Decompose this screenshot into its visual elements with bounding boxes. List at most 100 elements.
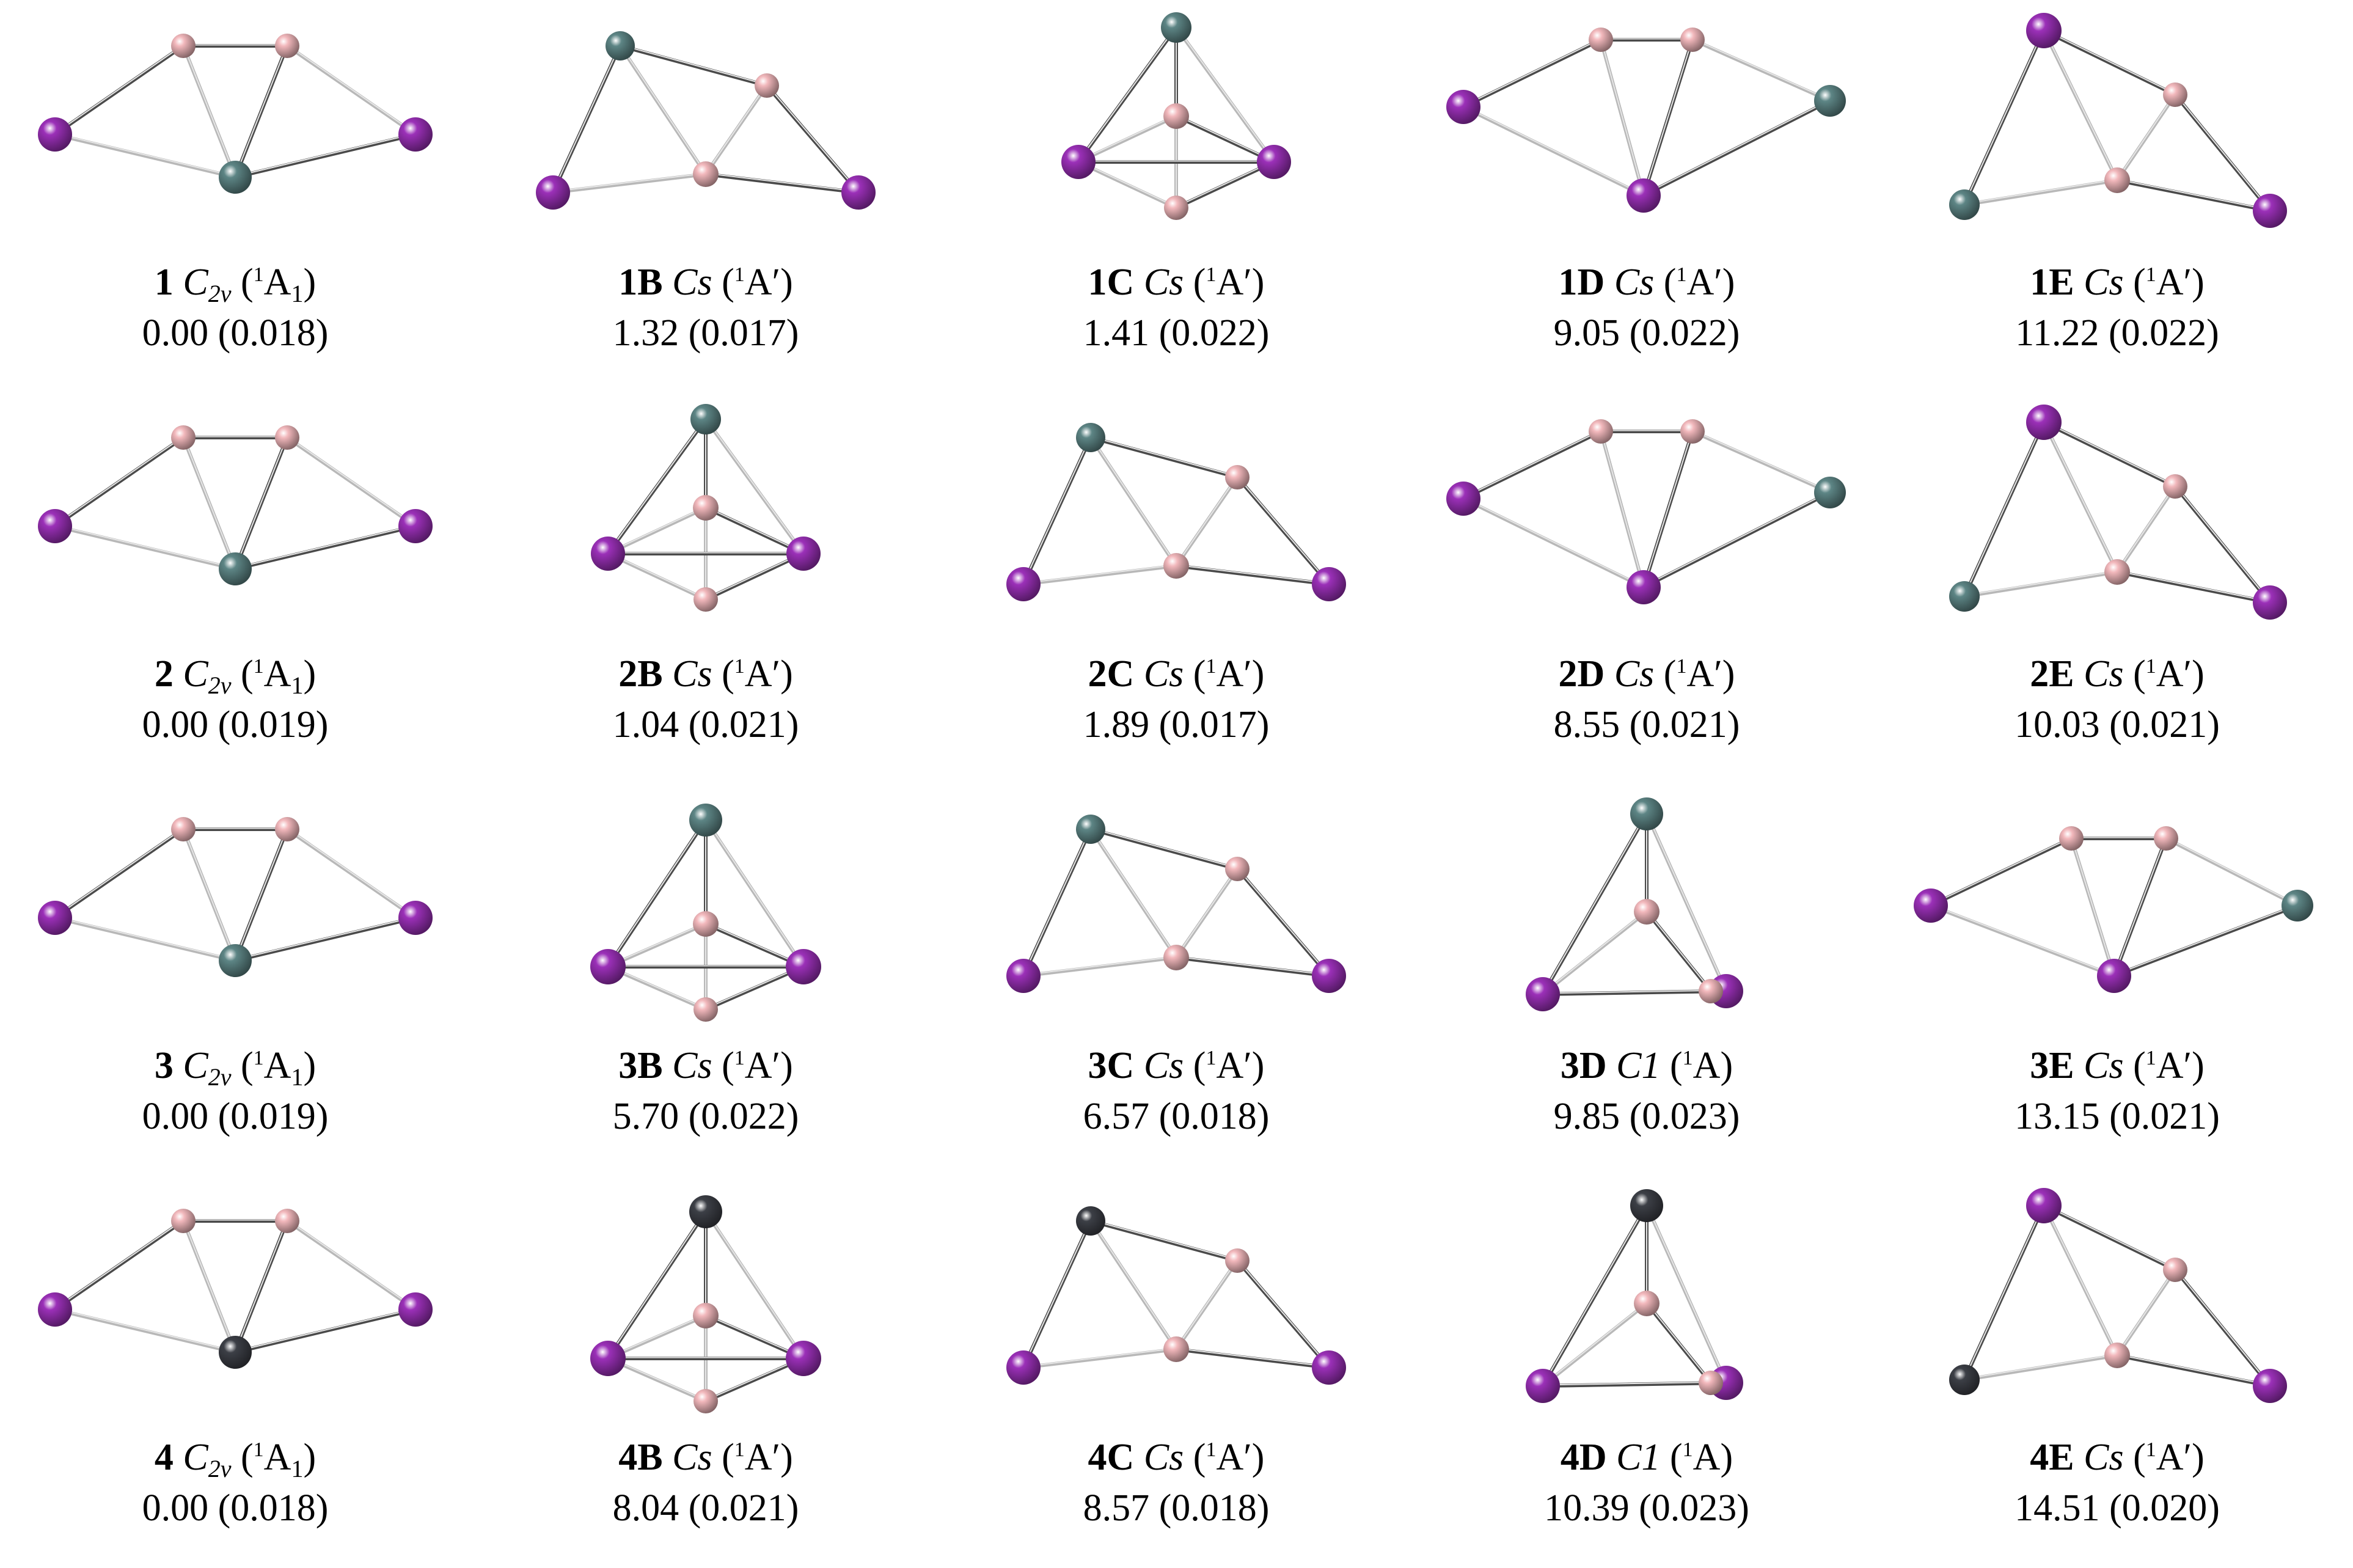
bond bbox=[1174, 160, 1276, 210]
bond-highlight bbox=[2117, 178, 2271, 211]
bond-highlight bbox=[2175, 485, 2271, 603]
metal-atom bbox=[219, 1336, 252, 1369]
metal-atom bbox=[1949, 189, 1980, 220]
bond-highlight bbox=[287, 44, 416, 134]
structure-cell-3E: 3E Cs (1A′) 13.15 (0.021) bbox=[1882, 783, 2352, 1175]
structure-cell-3C: 3C Cs (1A′)6.57 (0.018) bbox=[941, 783, 1411, 1175]
bond-highlight bbox=[1930, 837, 2072, 906]
state-prime: ′ bbox=[772, 653, 781, 695]
bond bbox=[1089, 827, 1239, 871]
alkali-atom bbox=[2253, 194, 2287, 228]
bond-highlight bbox=[54, 1308, 236, 1352]
electronic-state: A bbox=[1692, 1045, 1721, 1086]
metal-atom bbox=[1814, 477, 1846, 508]
state-prime: ′ bbox=[772, 262, 781, 303]
bond-highlight bbox=[235, 44, 288, 177]
bond bbox=[1077, 114, 1178, 164]
point-group: Cs bbox=[2084, 1437, 2124, 1478]
point-group-subscript: 2v bbox=[208, 280, 232, 307]
electronic-state: A bbox=[1686, 262, 1714, 303]
spin-multiplicity: 1 bbox=[1676, 263, 1687, 286]
structure-id: 4E bbox=[2030, 1437, 2074, 1478]
state-prime: ′ bbox=[1714, 653, 1722, 695]
state-subscript: 1 bbox=[291, 1455, 304, 1482]
boron-atom bbox=[693, 1389, 718, 1413]
state-prime: ′ bbox=[2183, 1437, 2192, 1478]
bond-highlight bbox=[1090, 1219, 1238, 1261]
bond bbox=[704, 1314, 805, 1360]
structure-label: 4D C1 (1A) bbox=[1560, 1437, 1733, 1478]
alkali-atom bbox=[1061, 145, 1096, 179]
molecule-4E bbox=[1949, 1188, 2287, 1403]
bond bbox=[53, 524, 237, 571]
bond bbox=[1174, 1347, 1331, 1369]
bond bbox=[1691, 430, 1832, 494]
bond bbox=[1022, 564, 1178, 586]
bond-highlight bbox=[1646, 812, 1727, 991]
bond-highlight bbox=[183, 827, 236, 961]
bond-highlight bbox=[54, 436, 184, 526]
point-group: C1 bbox=[1616, 1437, 1661, 1478]
bond-highlight bbox=[1176, 867, 1238, 958]
bond-highlight bbox=[1176, 160, 1275, 208]
bond-highlight bbox=[607, 417, 706, 554]
boron-atom bbox=[171, 1209, 196, 1233]
alkali-atom bbox=[536, 175, 570, 210]
structure-id: 4B bbox=[618, 1437, 663, 1478]
parenthetical-value: (0.021) bbox=[2109, 704, 2220, 746]
structure-cell-4D: 4D C1 (1A)10.39 (0.023) bbox=[1411, 1175, 1882, 1567]
bond bbox=[1174, 956, 1331, 978]
energy-value: 0.00 bbox=[142, 312, 209, 354]
alkali-atom bbox=[1006, 567, 1041, 601]
alkali-atom bbox=[841, 175, 876, 210]
energy-value: 8.57 bbox=[1083, 1487, 1150, 1529]
relative-energy: 0.00 (0.018) bbox=[0, 309, 470, 357]
structure-cell-2C: 2C Cs (1A′)1.89 (0.017) bbox=[941, 392, 1411, 783]
structure-id: 4 bbox=[154, 1437, 174, 1478]
electronic-state: A bbox=[744, 653, 772, 695]
bond-highlight bbox=[1643, 430, 1693, 587]
spin-multiplicity: 1 bbox=[253, 1438, 264, 1461]
energy-value: 8.55 bbox=[1553, 704, 1620, 746]
bond-highlight bbox=[1542, 1302, 1647, 1386]
bond-highlight bbox=[2117, 1268, 2176, 1355]
state-prime: ′ bbox=[772, 1437, 781, 1478]
relative-energy: 13.15 (0.021) bbox=[1882, 1092, 2352, 1141]
state-subscript: 1 bbox=[291, 280, 304, 307]
parenthetical-value: (0.022) bbox=[688, 1096, 799, 1137]
structure-label: 1 C2v (1A1) bbox=[154, 262, 317, 307]
parenthetical-value: (0.023) bbox=[1629, 1096, 1740, 1137]
bond-highlight bbox=[183, 436, 236, 569]
electronic-state: A bbox=[744, 262, 772, 303]
bond-highlight bbox=[1463, 497, 1644, 587]
structure-label: 4C Cs (1A′) bbox=[1088, 1437, 1265, 1478]
molecule-4D bbox=[1526, 1189, 1743, 1403]
structure-label: 3E Cs (1A′) bbox=[2030, 1045, 2205, 1086]
alkali-atom bbox=[2026, 405, 2062, 440]
bond bbox=[2115, 1354, 2272, 1388]
bond bbox=[704, 1357, 805, 1403]
bond bbox=[606, 506, 708, 555]
alkali-atom bbox=[1526, 1369, 1560, 1403]
spin-multiplicity: 1 bbox=[734, 1438, 745, 1461]
bond-highlight bbox=[2043, 1204, 2118, 1355]
bond-highlight bbox=[607, 922, 706, 967]
bond bbox=[1462, 430, 1603, 500]
parenthetical-value: (0.017) bbox=[688, 312, 799, 354]
structure-cell-2E: 2E Cs (1A′)10.03 (0.021) bbox=[1882, 392, 2352, 783]
bond-highlight bbox=[2165, 837, 2298, 906]
bond-highlight bbox=[54, 916, 236, 961]
state-subscript: 1 bbox=[291, 1063, 304, 1091]
boron-atom bbox=[171, 34, 196, 58]
alkali-atom bbox=[1914, 888, 1948, 923]
bond-highlight bbox=[552, 44, 621, 192]
relative-energy: 11.22 (0.022) bbox=[1882, 309, 2352, 357]
bond bbox=[704, 552, 805, 601]
structure-label: 3 C2v (1A1) bbox=[154, 1045, 317, 1091]
structure-id: 2E bbox=[2030, 653, 2074, 695]
bond bbox=[1077, 160, 1178, 210]
alkali-atom bbox=[786, 949, 821, 984]
bond-highlight bbox=[54, 827, 184, 918]
alkali-atom bbox=[1446, 482, 1480, 516]
